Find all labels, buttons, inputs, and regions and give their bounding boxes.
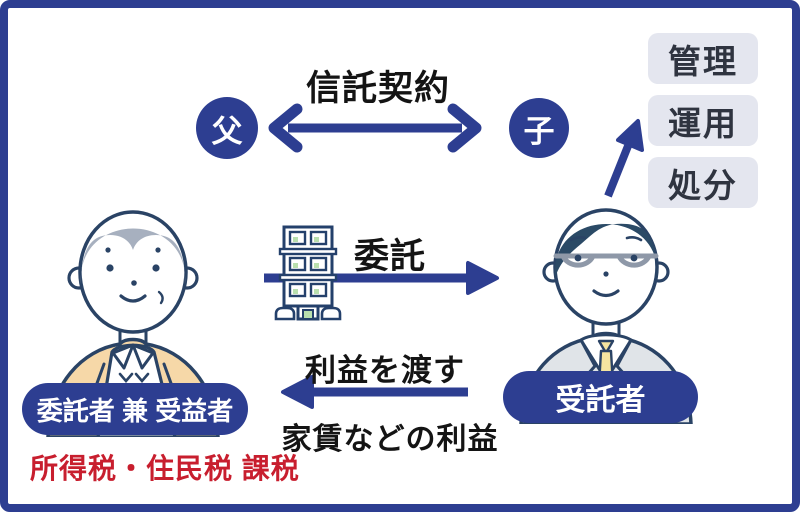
trustee-pill: 受託者 [503,371,698,423]
child-badge: 子 [509,98,569,158]
profit-label: 利益を渡す [305,353,465,388]
left-arrow-icon [281,375,468,409]
tax-note: 所得税・住民税 課税 [30,453,300,484]
double-headed-arrow-icon [268,103,482,153]
trust-contract-label: 信託契約 [305,69,451,108]
duty-box-operation: 運用 [648,95,758,146]
duty-box-disposal: 処分 [648,157,758,208]
entrust-label: 委託 [353,237,427,276]
profit-sublabel: 家賃などの利益 [281,423,499,456]
up-diagonal-arrow-icon [604,119,644,198]
apartment-building-icon [274,225,342,321]
glasses-icon [553,253,659,268]
duty-box-management: 管理 [648,33,758,84]
settlor-beneficiary-pill: 委託者 兼 受益者 [22,383,248,435]
father-badge: 父 [196,97,258,159]
